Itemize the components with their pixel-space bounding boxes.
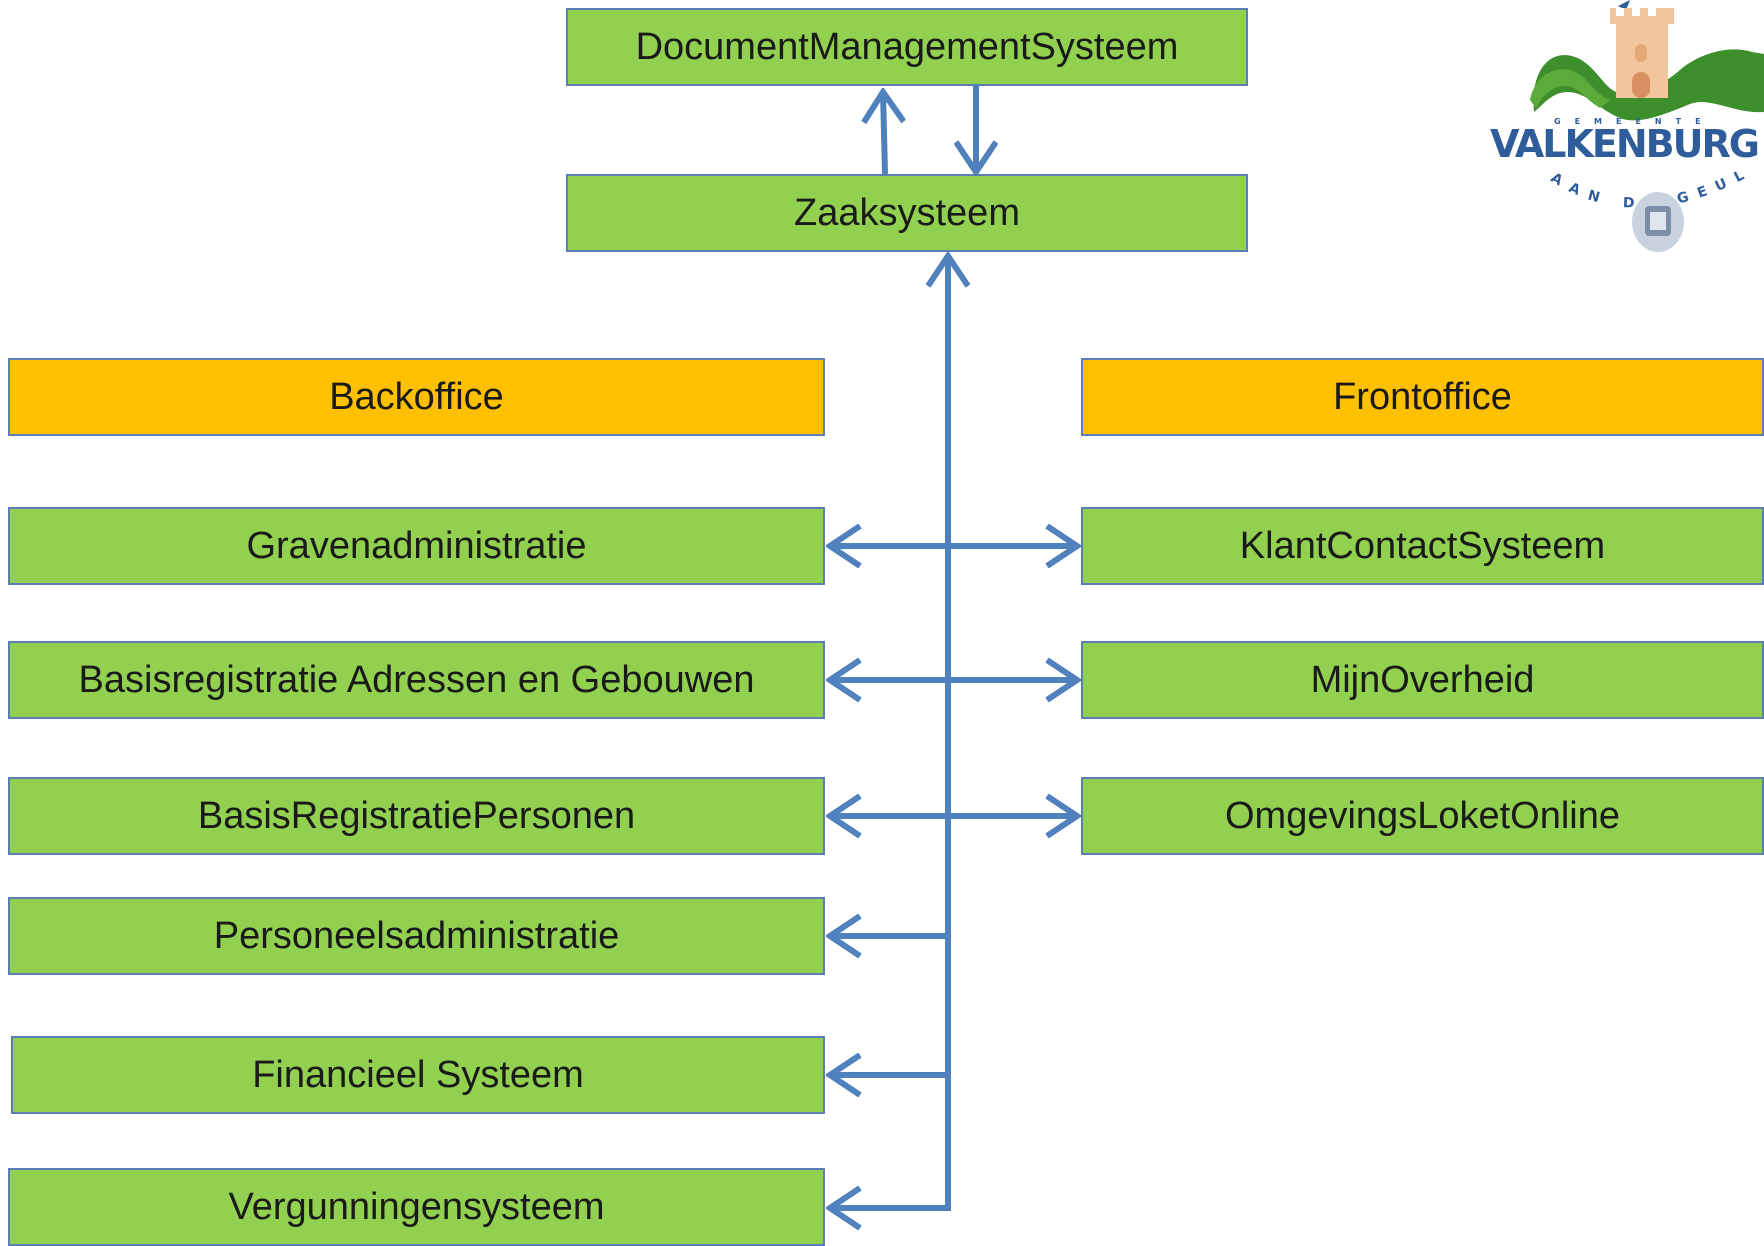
backoffice-system: BasisRegistratiePersonen: [8, 777, 825, 855]
backoffice-system-label: Personeelsadministratie: [213, 914, 620, 957]
backoffice-header: Backoffice: [8, 358, 825, 436]
arrow-zaak-to-dms: [883, 92, 885, 175]
backoffice-system: Financieel Systeem: [11, 1036, 825, 1114]
backoffice-system-label: BasisRegistratiePersonen: [197, 794, 636, 837]
frontoffice-system: MijnOverheid: [1081, 641, 1764, 719]
dms-label: DocumentManagementSysteem: [635, 25, 1179, 68]
frontoffice-system-label: OmgevingsLoketOnline: [1225, 794, 1620, 837]
zaaksysteem-node: Zaaksysteem: [566, 174, 1248, 252]
frontoffice-header: Frontoffice: [1081, 358, 1764, 436]
backoffice-label: Backoffice: [329, 375, 504, 418]
frontoffice-label: Frontoffice: [1333, 375, 1512, 418]
backoffice-system: Personeelsadministratie: [8, 897, 825, 975]
backoffice-system-label: Gravenadministratie: [246, 524, 587, 567]
backoffice-system-label: Financieel Systeem: [252, 1053, 584, 1096]
zaaksysteem-label: Zaaksysteem: [794, 191, 1020, 234]
backoffice-system: Gravenadministratie: [8, 507, 825, 585]
frontoffice-system-label: MijnOverheid: [1310, 658, 1535, 701]
backoffice-system-label: Basisregistratie Adressen en Gebouwen: [78, 658, 755, 701]
dms-node: DocumentManagementSysteem: [566, 8, 1248, 86]
backoffice-system: Vergunningensysteem: [8, 1168, 825, 1246]
logo-name-text: VALKENBURG: [1490, 122, 1758, 166]
valkenburg-logo: GEMEENTE VALKENBURG AAN DE GEUL: [1490, 0, 1764, 252]
frontoffice-system: KlantContactSysteem: [1081, 507, 1764, 585]
frontoffice-system-label: KlantContactSysteem: [1239, 524, 1606, 567]
frontoffice-system: OmgevingsLoketOnline: [1081, 777, 1764, 855]
backoffice-system-label: Vergunningensysteem: [228, 1185, 605, 1228]
backoffice-system: Basisregistratie Adressen en Gebouwen: [8, 641, 825, 719]
coat-of-arms-icon: [1632, 192, 1684, 252]
logo-gemeente-text: GEMEENTE: [1554, 117, 1715, 126]
